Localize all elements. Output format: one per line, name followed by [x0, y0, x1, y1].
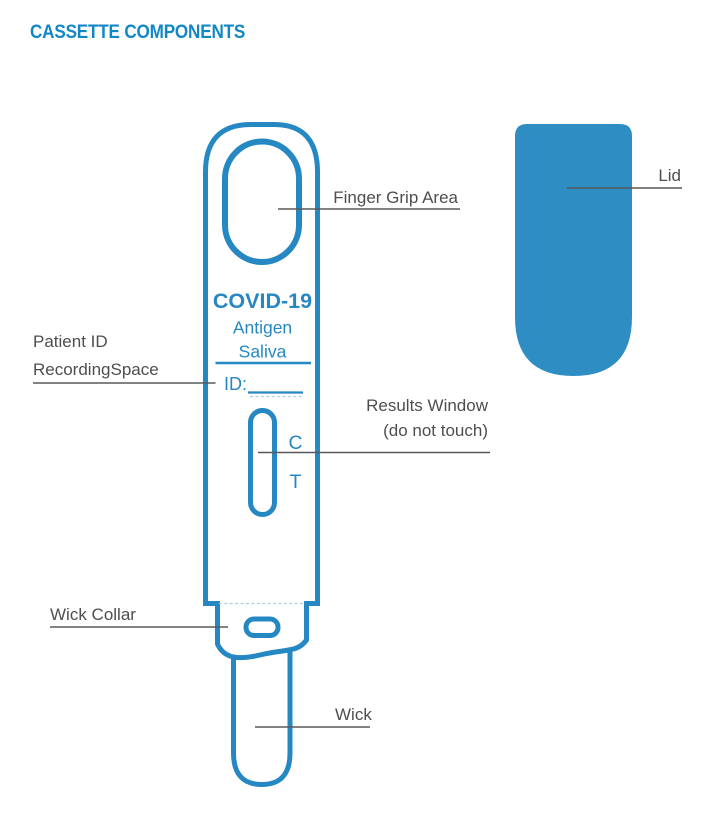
control-line-marker: C — [288, 432, 302, 454]
cassette-product-type: Antigen — [233, 318, 292, 338]
patient-id-field-label: ID: — [224, 374, 247, 394]
finger-grip-oval-icon — [222, 138, 302, 265]
lid-icon — [515, 124, 632, 376]
patient-id-label-line1: Patient ID — [33, 332, 108, 351]
cassette-product-name: COVID-19 — [213, 289, 312, 313]
patient-id-label-line2: RecordingSpace — [33, 360, 159, 379]
wick-icon — [231, 646, 293, 788]
collar-opening-icon — [243, 616, 281, 638]
results-window-label-line2: (do not touch) — [383, 421, 488, 440]
lid-label: Lid — [658, 166, 681, 185]
results-window-label-line1: Results Window — [366, 396, 489, 415]
page-title: CASSETTE COMPONENTS — [30, 22, 246, 43]
cassette-sample-type: Saliva — [239, 342, 287, 362]
finger-grip-label: Finger Grip Area — [333, 188, 458, 207]
results-window-icon — [248, 408, 277, 517]
wick-label: Wick — [335, 705, 372, 724]
wick-collar-label: Wick Collar — [50, 605, 136, 624]
test-line-marker: T — [290, 471, 302, 493]
